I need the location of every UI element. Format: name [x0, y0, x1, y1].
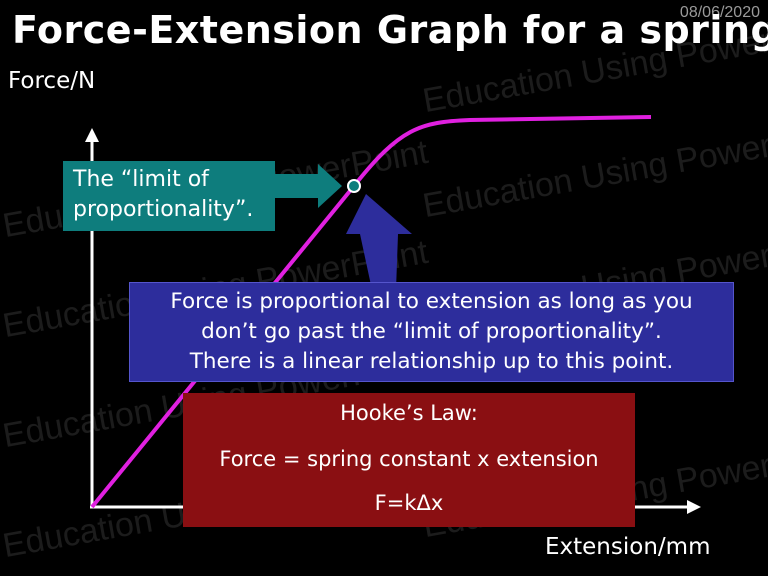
proportionality-explanation: Force is proportional to extension as lo…: [129, 282, 734, 382]
x-axis-arrowhead: [687, 500, 701, 514]
limit-label-line1: The “limit of: [73, 167, 209, 192]
hookes-law-formula-words: Force = spring constant x extension: [219, 447, 599, 471]
y-axis-label: Force/N: [8, 68, 96, 94]
hookes-law-box: Hooke’s Law: Force = spring constant x e…: [183, 393, 635, 527]
force-extension-curve: [90, 115, 652, 509]
slide-title: Force-Extension Graph for a spring: [12, 8, 768, 52]
limit-of-proportionality-point: [347, 179, 361, 193]
explanation-line1: Force is proportional to extension as lo…: [170, 289, 693, 314]
x-axis-label: Extension/mm: [545, 534, 711, 560]
limit-arrow: [272, 164, 342, 208]
proportional-arrow: [346, 194, 412, 290]
explanation-line2: don’t go past the “limit of proportional…: [201, 319, 662, 344]
limit-of-proportionality-label: The “limit of proportionality”.: [63, 161, 275, 231]
hookes-law-title: Hooke’s Law:: [340, 401, 478, 425]
slide-date: 08/06/2020: [679, 4, 760, 21]
explanation-line3: There is a linear relationship up to thi…: [189, 349, 674, 374]
limit-label-line2: proportionality”.: [73, 197, 254, 222]
y-axis-arrowhead: [85, 128, 99, 142]
hookes-law-formula-symbols: F=kΔx: [374, 491, 444, 515]
